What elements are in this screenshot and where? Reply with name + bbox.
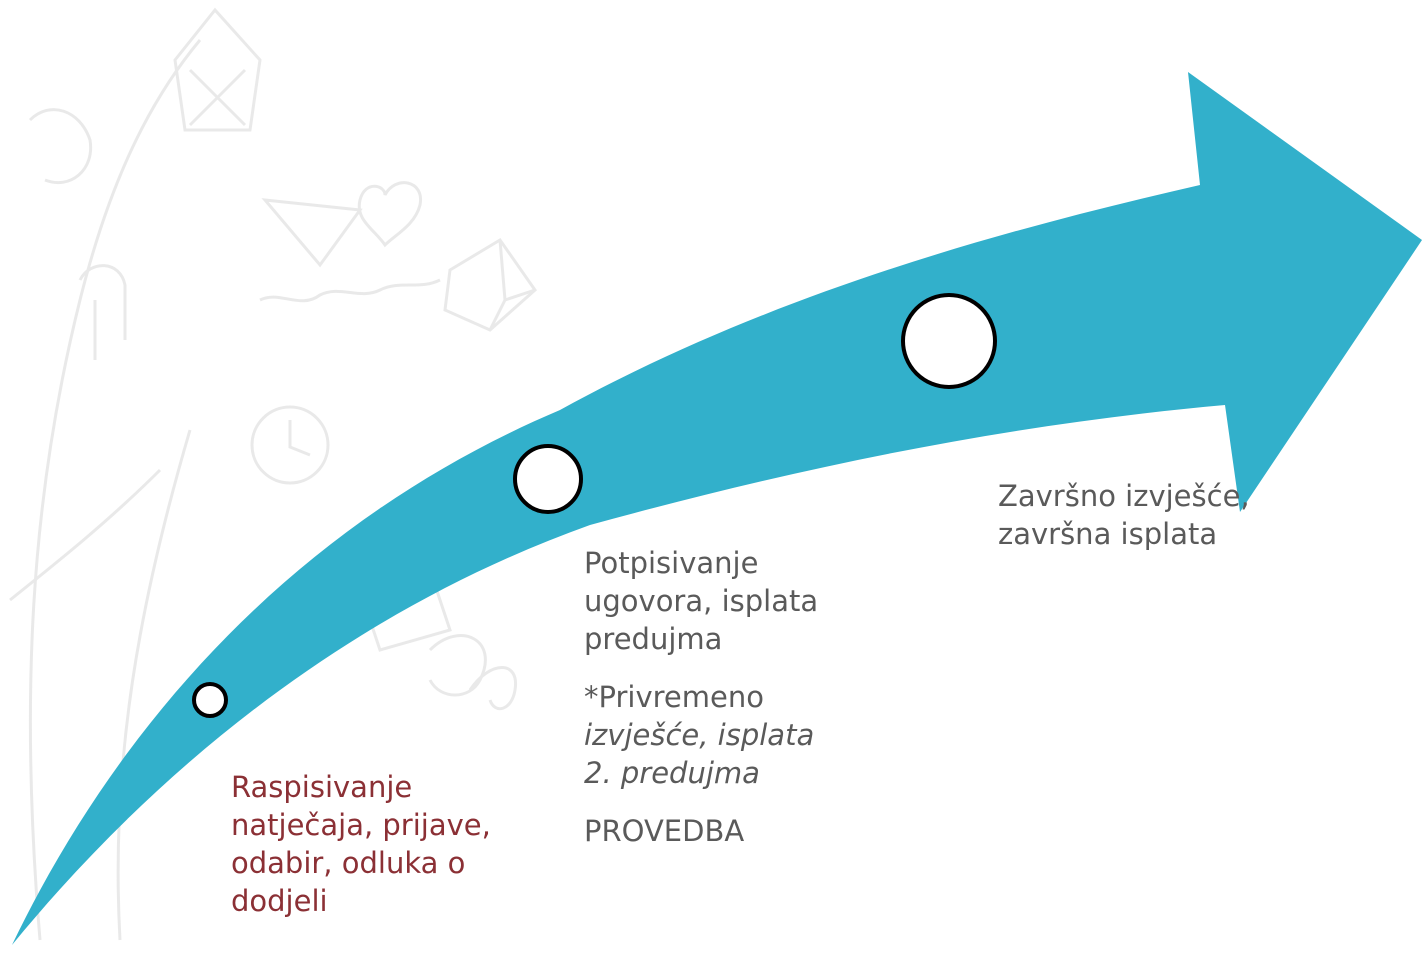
- step-2-block-2: *Privremeno izvješće, isplata 2. predujm…: [584, 678, 884, 792]
- step-3-line-2: završna isplata: [998, 517, 1218, 551]
- background-sketch: [9, 7, 537, 941]
- step-2-line-1: Potpisivanje: [584, 546, 759, 580]
- milestone-circle-1: [192, 682, 228, 718]
- step-3-label: Završno izvješće, završna isplata: [998, 477, 1328, 553]
- step-2-block-3: PROVEDBA: [584, 812, 884, 850]
- step-1-label: Raspisivanje natječaja, prijave, odabir,…: [231, 768, 561, 920]
- step-1-line-2: natječaja, prijave,: [231, 808, 491, 842]
- step-2-interim-label: *Privremeno: [584, 680, 764, 714]
- step-1-line-3: odabir, odluka o: [231, 846, 466, 880]
- step-1-line-4: dodjeli: [231, 884, 328, 918]
- milestone-circle-2: [513, 444, 583, 514]
- process-arrow: [12, 72, 1422, 945]
- step-2-phase-label: PROVEDBA: [584, 814, 745, 848]
- milestone-circle-3: [901, 293, 997, 389]
- step-1-line-1: Raspisivanje: [231, 770, 413, 804]
- step-2-line-3: predujma: [584, 622, 723, 656]
- step-2-line-2: ugovora, isplata: [584, 584, 819, 618]
- step-2-interim-line-1: izvješće, isplata: [584, 718, 815, 752]
- step-2-interim-line-2: 2. predujma: [584, 756, 760, 790]
- step-3-line-1: Završno izvješće,: [998, 479, 1250, 513]
- step-2-block-1: Potpisivanje ugovora, isplata predujma: [584, 544, 884, 658]
- step-2-label: Potpisivanje ugovora, isplata predujma *…: [584, 544, 884, 870]
